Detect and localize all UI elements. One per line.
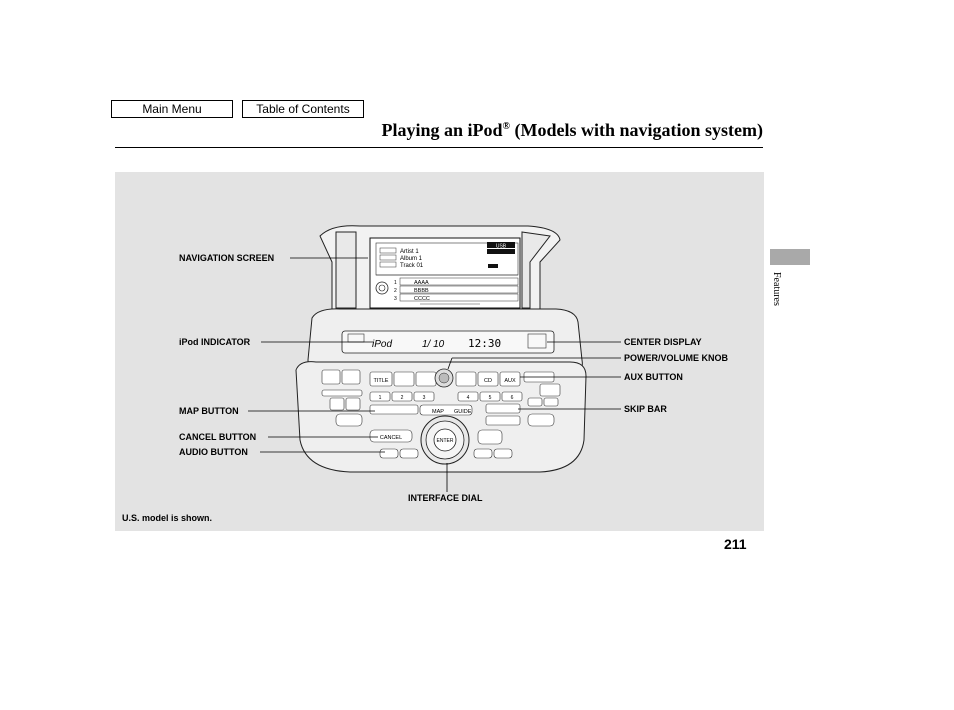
list-number-3: 3: [394, 296, 397, 302]
preset-3-label: 3: [423, 395, 426, 401]
preset-2-label: 2: [401, 395, 404, 401]
guide-button-label: GUIDE: [454, 409, 472, 415]
left-side-buttons[interactable]: [321, 369, 363, 427]
page-title-suffix: (Models with navigation system): [510, 120, 764, 140]
callout-aux-button: AUX BUTTON: [624, 372, 683, 382]
preset-1-label: 1: [379, 395, 382, 401]
map-button-label: MAP: [432, 409, 444, 415]
section-tab-marker: [770, 249, 810, 265]
aux-button-label: AUX: [504, 378, 516, 384]
callout-center-display: CENTER DISPLAY: [624, 337, 702, 347]
preset-buttons-row[interactable]: [369, 391, 523, 402]
screen-album: Album 1: [400, 256, 423, 262]
preset-5-label: 5: [489, 395, 492, 401]
interface-dial[interactable]: ENTER: [420, 415, 470, 465]
center-display-mode: iPod: [372, 339, 392, 350]
title-divider: [115, 147, 763, 148]
preset-4-label: 4: [467, 395, 470, 401]
callout-cancel-button: CANCEL BUTTON: [179, 432, 257, 442]
cancel-button-label: CANCEL: [380, 435, 402, 441]
right-side-buttons[interactable]: [523, 371, 561, 427]
list-item-cccc: CCCC: [414, 296, 430, 302]
skip-bar[interactable]: [485, 403, 521, 426]
preset-6-label: 6: [511, 395, 514, 401]
section-tab-label[interactable]: Features: [771, 272, 782, 306]
callout-leader-lines: [248, 257, 621, 492]
page-title-main: Playing an iPod: [381, 120, 503, 140]
callout-map-button: MAP BUTTON: [179, 406, 239, 416]
page-title: Playing an iPod® (Models with navigation…: [381, 120, 763, 141]
callout-power-volume-knob: POWER/VOLUME KNOB: [624, 353, 729, 363]
callout-ipod-indicator: iPod INDICATOR: [179, 337, 251, 347]
center-display-track: 1/ 10: [422, 339, 445, 350]
screen-track: Track 01: [400, 263, 424, 269]
cd-button[interactable]: [477, 371, 499, 387]
main-menu-button[interactable]: Main Menu: [111, 100, 233, 118]
source-buttons-row: TITLE CD AUX: [369, 368, 521, 388]
list-number-1: 1: [394, 280, 397, 286]
list-item-aaaa: AAAA: [414, 280, 429, 286]
map-guide-bar[interactable]: MAP GUIDE: [369, 404, 473, 416]
list-item-bbbb: BBBB: [414, 288, 429, 294]
registered-mark: ®: [502, 121, 510, 132]
audio-button[interactable]: [379, 448, 419, 459]
page-number: 211: [724, 536, 747, 552]
screen-usb-label: USB: [496, 244, 507, 250]
preset-labels: 1 2 3 4 5 6: [379, 395, 514, 401]
screen-artist: Artist 1: [400, 249, 419, 255]
title-button[interactable]: [369, 371, 393, 387]
list-number-2: 2: [394, 288, 397, 294]
navigation-screen: USB Artist 1 Album 1 Track 01 1 2 3 AAAA…: [369, 237, 521, 309]
callout-navigation-screen: NAVIGATION SCREEN: [179, 253, 275, 263]
info-buttons[interactable]: [473, 429, 513, 459]
figure-caption: U.S. model is shown.: [122, 513, 213, 523]
center-display-time: 12:30: [468, 337, 501, 350]
callout-skip-bar: SKIP BAR: [624, 404, 667, 414]
enter-button-label: ENTER: [437, 438, 454, 444]
callout-interface-dial: INTERFACE DIAL: [408, 493, 483, 503]
cd-button-label: CD: [484, 378, 492, 384]
aux-button[interactable]: [499, 371, 521, 387]
cancel-button[interactable]: CANCEL: [369, 429, 413, 443]
title-button-label: TITLE: [374, 378, 389, 384]
center-display: iPod 1/ 10 12:30: [341, 330, 555, 354]
table-of-contents-button[interactable]: Table of Contents: [242, 100, 364, 118]
callout-audio-button: AUDIO BUTTON: [179, 447, 248, 457]
